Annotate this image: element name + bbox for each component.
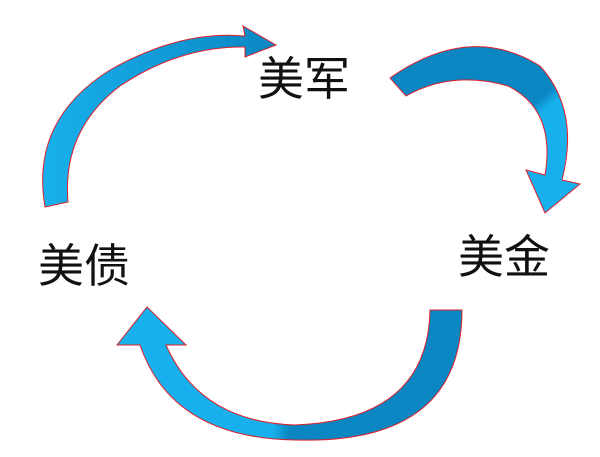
arrow-military-to-dollar [389, 46, 582, 214]
node-label-debt: 美债 [38, 239, 130, 293]
arrow-dollar-to-debt [115, 306, 463, 441]
node-label-military: 美军 [258, 52, 350, 106]
arrow-debt-to-military [42, 25, 278, 208]
node-label-dollar: 美金 [458, 230, 550, 284]
